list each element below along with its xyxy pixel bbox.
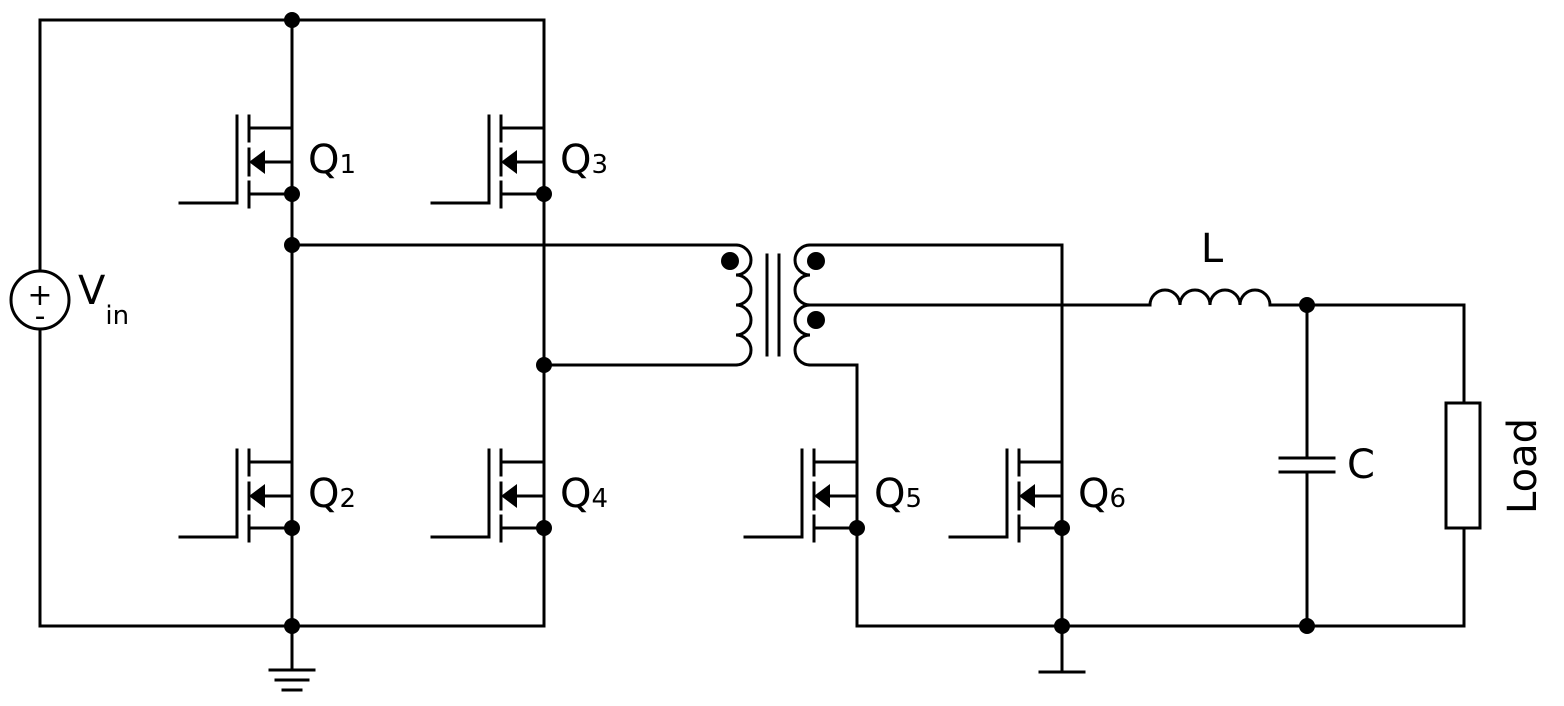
primary-winding [734, 243, 753, 367]
junction-q2-source [284, 520, 300, 536]
transformer [721, 243, 825, 367]
junction-bottom-left [284, 618, 300, 634]
capacitor: C [1278, 442, 1375, 488]
q4-letter: Q [560, 471, 591, 517]
mosfet-q2: Q2 [178, 448, 356, 543]
q2-index: 2 [339, 484, 356, 514]
source-label-sub: in [105, 301, 129, 331]
q5-label: Q5 [874, 471, 922, 517]
junction-output [1299, 297, 1315, 313]
inductor: L [1148, 226, 1272, 307]
source-label: Vin [78, 268, 129, 331]
q3-index: 3 [591, 150, 608, 180]
junction-right-midpoint [536, 357, 552, 373]
ground-primary [268, 624, 316, 692]
q2-label: Q2 [308, 471, 356, 517]
source-circle [9, 269, 71, 331]
mosfet-q1: Q1 [178, 114, 356, 209]
mosfet-q5: Q5 [743, 448, 922, 543]
junction-q3-source [536, 186, 552, 202]
load-label: Load [1500, 418, 1546, 514]
q6-index: 6 [1109, 484, 1126, 514]
capacitor-label: C [1347, 442, 1375, 488]
load-resistor: Load [1444, 401, 1546, 530]
junction-bottom-secondary [1054, 618, 1070, 634]
q4-label: Q4 [560, 471, 608, 517]
mosfet-q4: Q4 [430, 448, 608, 543]
junction-q5-source [849, 520, 865, 536]
q5-index: 5 [905, 484, 922, 514]
inductor-coil [1148, 288, 1272, 307]
q1-index: 1 [339, 150, 356, 180]
output-wire [1268, 303, 1466, 405]
load-body [1444, 401, 1482, 530]
secondary-winding [793, 243, 812, 367]
junction-dots [284, 12, 1315, 634]
primary-polarity-dot [721, 252, 739, 270]
q2-letter: Q [308, 471, 339, 517]
q1-letter: Q [308, 137, 339, 183]
q3-letter: Q [560, 137, 591, 183]
dc-voltage-source: + - Vin [9, 268, 129, 334]
source-label-main: V [78, 268, 106, 314]
secondary-polarity-dot-top [807, 252, 825, 270]
junction-top [284, 12, 300, 28]
secondary-polarity-dot-bottom [807, 311, 825, 329]
q5-letter: Q [874, 471, 905, 517]
junction-q1-source [284, 186, 300, 202]
source-plus-sign: + [27, 278, 52, 313]
q6-label: Q6 [1078, 471, 1126, 517]
secondary-top-wire [808, 243, 1064, 464]
mosfet-q6: Q6 [948, 448, 1126, 543]
q4-index: 4 [591, 484, 608, 514]
junction-capacitor-bottom [1299, 618, 1315, 634]
junction-q4-source [536, 520, 552, 536]
junction-q6-source [1054, 520, 1070, 536]
q1-label: Q1 [308, 137, 356, 183]
secondary-bottom-wire [808, 363, 859, 464]
q3-label: Q3 [560, 137, 608, 183]
junction-left-midpoint [284, 237, 300, 253]
mosfet-q3: Q3 [430, 114, 608, 209]
q6-letter: Q [1078, 471, 1109, 517]
source-minus-sign: - [35, 299, 46, 334]
inductor-label: L [1201, 226, 1224, 272]
